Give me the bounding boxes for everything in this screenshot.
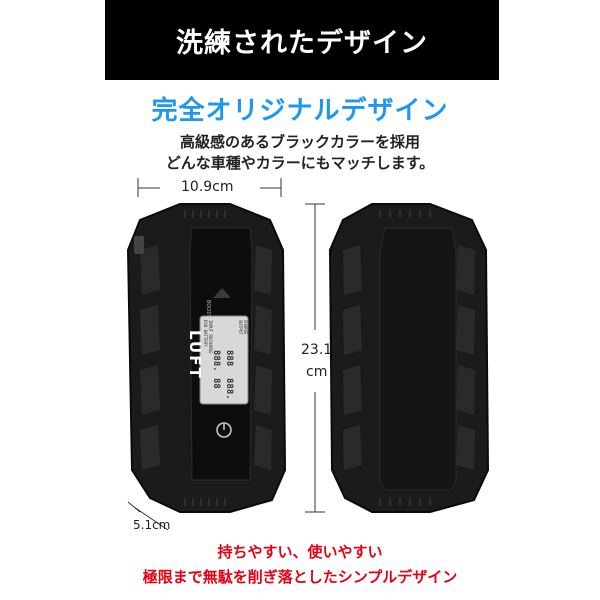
height-dimension-marker (305, 203, 325, 513)
depth-dimension-marker (127, 501, 169, 531)
screen-digits-1: 888. (211, 350, 221, 372)
lcd-screen-content: USB BATTERY INPUT RECHARGE OUTPUT CHARGE… (203, 320, 248, 400)
screen-line-3: OUTPUT (238, 320, 243, 335)
screen-digits-3: 888 (224, 350, 234, 366)
width-dimension-marker (137, 178, 282, 197)
caption-line-1: 持ちやすい、使いやすい (217, 543, 383, 561)
description-line-1: 高級感のあるブラックカラーを採用 (179, 133, 420, 151)
screen-digits-2: 88 (211, 378, 221, 389)
subtitle: 完全オリジナルデザイン (151, 96, 449, 126)
width-label: 10.9cm (181, 179, 234, 195)
header-banner: 洗練されたデザイン (105, 0, 499, 80)
screen-line-4: CHARGE (243, 320, 248, 335)
description-line-2: どんな車種やカラーにもマッチします。 (165, 154, 435, 172)
device-front (126, 203, 287, 513)
screen-line-1: USB BATTERY (203, 320, 208, 347)
height-value-label: 23.1 (301, 342, 333, 358)
height-unit-label: cm (306, 364, 328, 380)
device-back (328, 203, 490, 513)
boost-label: BOOST (205, 300, 211, 318)
header-title: 洗練されたデザイン (176, 27, 428, 59)
screen-line-2: INPUT RECHARGE (208, 320, 213, 354)
brand-logo: LUFT (186, 330, 204, 380)
screen-digits-4: 888. (224, 378, 234, 400)
depth-label: 5.1cm (133, 518, 171, 532)
caption-line-2: 極限まで無駄を削ぎ落としたシンプルデザイン (142, 568, 458, 586)
